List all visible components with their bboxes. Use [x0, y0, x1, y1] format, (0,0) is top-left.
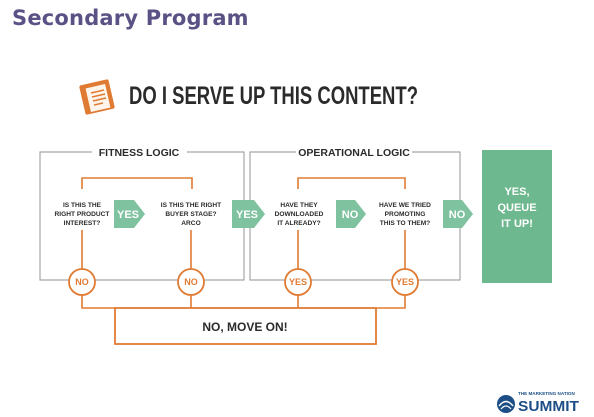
condition-2-line-1: IS THIS THE RIGHT [161, 202, 221, 209]
condition-4: HAVE WE TRIED PROMOTING THIS TO THEM? [379, 202, 431, 227]
condition-3: HAVE THEY DOWNLOADED IT ALREADY? [275, 202, 324, 227]
exit-2-label: NO [184, 277, 198, 287]
arrow-2-label: YES [236, 209, 258, 221]
logo-big-text: SUMMIT [518, 398, 579, 415]
final-line-1: YES, [504, 186, 529, 198]
operational-logic-header: OPERATIONAL LOGIC [298, 147, 410, 159]
move-on-box: NO, MOVE ON! [114, 307, 377, 345]
exit-circle-4: YES [391, 268, 419, 296]
arrow-3-label: NO [342, 209, 359, 221]
condition-4-line-2: PROMOTING [385, 211, 426, 218]
fitness-logic-header: FITNESS LOGIC [99, 147, 180, 159]
condition-3-line-2: DOWNLOADED [275, 211, 324, 218]
exit-3-label: YES [289, 277, 307, 287]
condition-4-line-3: THIS TO THEM? [380, 220, 430, 227]
condition-1-line-2: RIGHT PRODUCT [55, 211, 110, 218]
queue-it-up-box: YES, QUEUE IT UP! [482, 150, 552, 283]
operational-bracket [297, 177, 406, 189]
condition-2-line-3: ARCO [181, 220, 200, 227]
fitness-bracket [81, 177, 193, 189]
exit-4-label: YES [396, 277, 414, 287]
slide-title: Secondary Program [12, 6, 249, 30]
exit-circle-2: NO [177, 268, 205, 296]
condition-2: IS THIS THE RIGHT BUYER STAGE? ARCO [161, 202, 221, 227]
logo-small-text: THE MARKETING NATION [518, 391, 576, 396]
diagram-question: DO I SERVE UP THIS CONTENT? [129, 82, 418, 110]
arrow-4: NO [443, 200, 473, 228]
arrow-1-label: YES [117, 209, 139, 221]
arrow-2: YES [232, 200, 265, 228]
exit-connectors [81, 230, 406, 269]
final-line-2: QUEUE [497, 202, 536, 214]
document-icon [79, 79, 115, 115]
move-on-label: NO, MOVE ON! [202, 320, 287, 334]
condition-1: IS THIS THE RIGHT PRODUCT INTEREST? [55, 202, 110, 227]
exit-circle-1: NO [68, 268, 96, 296]
arrow-1: YES [114, 200, 145, 228]
exit-circle-3: YES [284, 268, 312, 296]
arrow-3: NO [336, 200, 366, 228]
summit-logo: THE MARKETING NATION SUMMIT [497, 391, 579, 415]
fitness-logic-box [39, 151, 245, 281]
condition-1-line-3: INTEREST? [64, 220, 101, 227]
condition-3-line-1: HAVE THEY [280, 202, 318, 209]
condition-2-line-2: BUYER STAGE? [165, 211, 216, 218]
operational-logic-box [249, 151, 461, 281]
arrow-4-label: NO [449, 209, 466, 221]
exit-1-label: NO [75, 277, 89, 287]
move-on-connectors [81, 295, 406, 309]
final-line-3: IT UP! [501, 218, 533, 230]
condition-1-line-1: IS THIS THE [63, 202, 102, 209]
condition-4-line-1: HAVE WE TRIED [379, 202, 431, 209]
condition-3-line-3: IT ALREADY? [277, 220, 320, 227]
summit-logo-icon [497, 395, 515, 413]
